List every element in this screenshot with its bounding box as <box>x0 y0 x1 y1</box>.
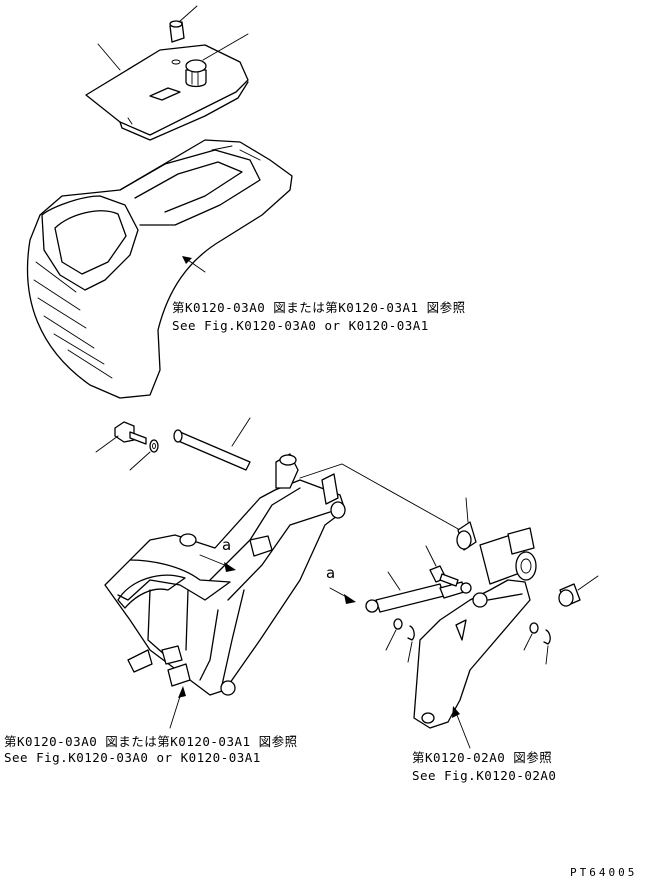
ref-left-en: See Fig.K0120-03A0 or K0120-03A1 <box>4 750 261 765</box>
bolt-right <box>425 545 459 587</box>
ref-top-en: See Fig.K0120-03A0 or K0120-03A1 <box>172 318 429 333</box>
leader-right-ref <box>452 706 471 749</box>
right-bracket <box>413 527 537 729</box>
gas-spring <box>365 571 472 613</box>
washer-left <box>129 439 159 471</box>
arrow-a-left <box>199 554 236 572</box>
knob-part <box>185 33 249 88</box>
marker-a-right: a <box>326 564 336 582</box>
bolt-left <box>95 421 147 453</box>
long-pin <box>173 417 251 471</box>
connector-line <box>299 463 461 531</box>
clamp-part <box>275 453 299 489</box>
bushing-top <box>456 497 477 551</box>
leader-plate <box>97 43 121 71</box>
leader-left-ref <box>169 686 186 729</box>
cover-plate <box>85 44 249 141</box>
plug-part <box>169 5 198 65</box>
bushing-right <box>558 575 599 607</box>
arrow-a-right <box>329 587 356 604</box>
console-housing <box>26 139 293 399</box>
ref-top-jp: 第K0120-03A0 図または第K0120-03A1 図参照 <box>172 300 466 315</box>
drawing-code: PT64005 <box>570 866 638 879</box>
arc-cutout <box>117 574 186 609</box>
ref-right-en: See Fig.K0120-02A0 <box>412 768 557 783</box>
bracket-frame <box>104 473 346 696</box>
ref-left-jp: 第K0120-03A0 図または第K0120-03A1 図参照 <box>4 734 298 749</box>
washers-and-clips <box>385 618 551 665</box>
marker-a-left: a <box>222 536 232 554</box>
ref-right-jp: 第K0120-02A0 図参照 <box>412 750 553 765</box>
